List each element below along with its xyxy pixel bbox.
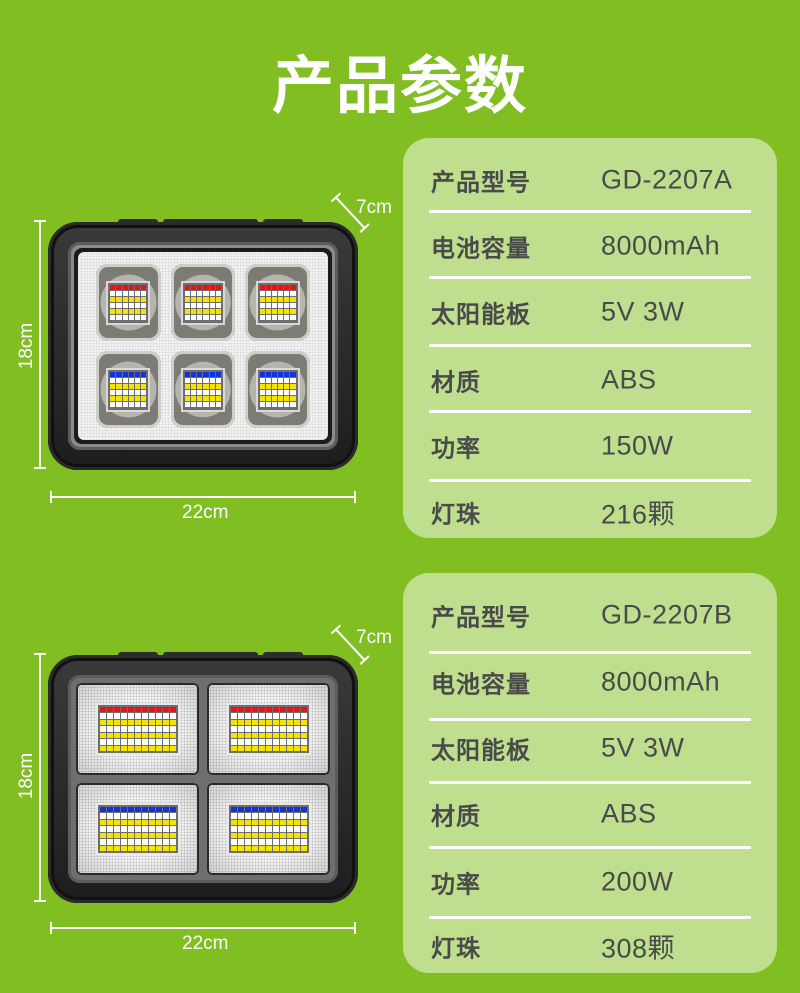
spec-label: 产品型号 bbox=[431, 168, 531, 197]
led-module bbox=[76, 783, 199, 875]
divider bbox=[429, 916, 751, 919]
spec-value: 5V 3W bbox=[601, 296, 685, 327]
led-module bbox=[170, 264, 236, 341]
height-dimension-line bbox=[34, 220, 46, 469]
spec-row-power: 功率 150W bbox=[429, 413, 751, 479]
product-image-a: 7cm 18cm 22cm bbox=[0, 185, 410, 535]
led-module bbox=[76, 683, 199, 775]
depth-label: 7cm bbox=[356, 627, 392, 648]
product-image-b: 7cm 18cm 22cm bbox=[0, 615, 410, 965]
spec-value: GD-2207A bbox=[601, 164, 733, 195]
divider bbox=[429, 781, 751, 784]
led-module bbox=[170, 351, 236, 428]
spec-panel-a: 产品型号 GD-2207A 电池容量 8000mAh 太阳能板 5V 3W 材质… bbox=[403, 138, 777, 538]
spec-label: 电池容量 bbox=[431, 670, 531, 699]
spec-row-battery: 电池容量 8000mAh bbox=[429, 649, 751, 715]
spec-panel-b: 产品型号 GD-2207B 电池容量 8000mAh 太阳能板 5V 3W 材质… bbox=[403, 573, 777, 973]
led-chip bbox=[180, 280, 225, 325]
divider bbox=[429, 846, 751, 849]
spec-row-led-count: 灯珠 216颗 bbox=[429, 479, 751, 545]
spec-value: 150W bbox=[601, 430, 674, 461]
spec-label: 太阳能板 bbox=[431, 736, 531, 765]
divider bbox=[429, 651, 751, 654]
spec-row-battery: 电池容量 8000mAh bbox=[429, 213, 751, 279]
led-chip bbox=[180, 367, 225, 412]
led-module-grid bbox=[96, 264, 310, 428]
spec-label: 功率 bbox=[431, 870, 481, 899]
led-module bbox=[245, 351, 310, 428]
led-chip bbox=[226, 803, 311, 855]
led-module bbox=[96, 351, 161, 428]
solar-flood-light-4-module-icon bbox=[48, 652, 358, 903]
spec-row-power: 功率 200W bbox=[429, 849, 751, 915]
solar-flood-light-6-module-icon bbox=[48, 219, 358, 470]
led-chip bbox=[255, 280, 300, 325]
led-chip bbox=[95, 803, 180, 855]
led-module-grid bbox=[76, 683, 330, 875]
led-module bbox=[207, 783, 330, 875]
led-chip bbox=[95, 703, 180, 755]
height-dimension-line bbox=[34, 653, 46, 902]
divider bbox=[429, 410, 751, 413]
spec-label: 材质 bbox=[431, 368, 481, 397]
spec-value: 5V 3W bbox=[601, 732, 685, 763]
spec-value: 8000mAh bbox=[601, 666, 721, 697]
spec-value: 200W bbox=[601, 866, 674, 897]
spec-value: GD-2207B bbox=[601, 599, 733, 630]
spec-value: ABS bbox=[601, 364, 657, 395]
spec-value: 308颗 bbox=[601, 933, 676, 964]
spec-value: 8000mAh bbox=[601, 230, 721, 261]
led-chip bbox=[106, 367, 151, 412]
divider bbox=[429, 210, 751, 213]
spec-label: 材质 bbox=[431, 802, 481, 831]
led-chip bbox=[255, 367, 300, 412]
led-module bbox=[207, 683, 330, 775]
spec-row-solar-panel: 太阳能板 5V 3W bbox=[429, 715, 751, 781]
spec-row-material: 材质 ABS bbox=[429, 781, 751, 847]
spec-value: ABS bbox=[601, 798, 657, 829]
spec-row-solar-panel: 太阳能板 5V 3W bbox=[429, 279, 751, 345]
spec-row-model: 产品型号 GD-2207A bbox=[429, 147, 751, 213]
led-chip bbox=[226, 703, 311, 755]
spec-label: 灯珠 bbox=[431, 934, 481, 963]
spec-row-led-count: 灯珠 308颗 bbox=[429, 913, 751, 979]
led-module bbox=[96, 264, 161, 341]
spec-row-material: 材质 ABS bbox=[429, 347, 751, 413]
spec-row-model: 产品型号 GD-2207B bbox=[429, 582, 751, 648]
led-chip bbox=[106, 280, 151, 325]
page-title: 产品参数 bbox=[271, 49, 528, 122]
led-module bbox=[245, 264, 310, 341]
divider bbox=[429, 276, 751, 279]
width-label: 22cm bbox=[182, 933, 229, 954]
height-label: 18cm bbox=[16, 752, 38, 800]
spec-value: 216颗 bbox=[601, 499, 676, 530]
divider bbox=[429, 718, 751, 721]
width-dimension-line bbox=[50, 922, 356, 934]
spec-label: 太阳能板 bbox=[431, 300, 531, 329]
divider bbox=[429, 344, 751, 347]
width-dimension-line bbox=[50, 491, 356, 503]
height-label: 18cm bbox=[16, 322, 38, 370]
spec-label: 电池容量 bbox=[431, 234, 531, 263]
spec-label: 功率 bbox=[431, 434, 481, 463]
depth-label: 7cm bbox=[356, 197, 392, 218]
width-label: 22cm bbox=[182, 502, 229, 523]
divider bbox=[429, 479, 751, 482]
spec-label: 产品型号 bbox=[431, 603, 531, 632]
spec-label: 灯珠 bbox=[431, 500, 481, 529]
